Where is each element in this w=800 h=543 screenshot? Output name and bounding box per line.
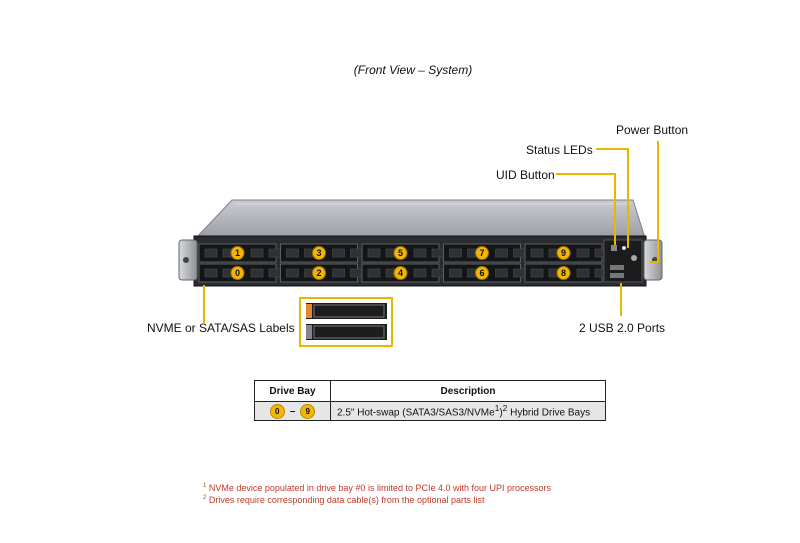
usb-port-icon (610, 265, 624, 270)
bay-badge-icon (475, 246, 489, 260)
bay-badge-icon (393, 246, 408, 260)
drive-labels-label: NVME or SATA/SAS Labels (147, 321, 295, 335)
desc-text: 2.5" Hot-swap (SATA3/SAS3/NVMe (337, 407, 495, 419)
bay-badge-icon (312, 266, 326, 280)
status-led-icon (622, 246, 626, 250)
drive-bay-5: 5 (361, 243, 445, 263)
bay-badge-icon (556, 266, 571, 280)
bay-number: 0 (235, 268, 240, 278)
power-button-icon (631, 255, 637, 261)
bay-badge-icon: 0 (269, 403, 285, 419)
bay-number: 3 (316, 248, 321, 258)
bay-badge-icon (556, 246, 571, 260)
usb-port-icon (610, 273, 624, 278)
bay-badge-icon (230, 246, 245, 260)
bay-badge-icon: 9 (300, 403, 316, 419)
legend-bay-range: 0–9 (254, 401, 331, 421)
uid-button-callout-line (556, 173, 616, 245)
nvme-label-example (306, 324, 387, 340)
bay-number: 8 (561, 268, 566, 278)
drive-bay-1: 1 (198, 243, 282, 263)
drive-bay-9: 9 (524, 243, 608, 263)
bay-number: 7 (479, 248, 484, 258)
range-dash: – (289, 405, 296, 417)
footnote-2: 2 Drives require corresponding data cabl… (203, 495, 484, 505)
diagram-title: (Front View – System) (353, 63, 473, 77)
footnote-text: NVMe device populated in drive bay #0 is… (206, 483, 552, 493)
footnote-1: 1 NVMe device populated in drive bay #0 … (203, 483, 551, 493)
footnote-mark: 2 (203, 495, 207, 501)
footnote-mark: 1 (203, 483, 207, 489)
drive-bay-2: 2 (280, 263, 363, 283)
bay-number: 9 (561, 248, 566, 258)
desc-sup: 1 (494, 403, 500, 414)
legend-header-description: Description (330, 380, 606, 402)
legend-header-drive-bay: Drive Bay (254, 380, 331, 402)
footnote-text: Drives require corresponding data cable(… (206, 495, 485, 505)
uid-button-icon (611, 245, 617, 251)
desc-text: Hybrid Drive Bays (507, 407, 591, 419)
drive-bay-6: 6 (443, 263, 526, 283)
drive-bay-8: 8 (524, 263, 608, 283)
sata-sas-label-example (306, 303, 387, 319)
drive-bay-0: 0 (198, 263, 282, 283)
bay-badge-icon (475, 266, 489, 280)
power-button-label: Power Button (616, 123, 689, 137)
bay-number: 4 (398, 268, 403, 278)
drive-bay-4: 4 (361, 263, 445, 283)
drive-bay-legend-table: Drive Bay Description 0–9 2.5" Hot-swap … (254, 380, 606, 421)
desc-text: ) (499, 407, 503, 419)
drive-bay-grid: 1 3 5 7 9 0 2 4 6 8 (198, 243, 608, 283)
bay-badge-icon (393, 266, 408, 280)
uid-button-label: UID Button (496, 168, 555, 182)
table-row: 0–9 2.5" Hot-swap (SATA3/SAS3/NVMe1)2 Hy… (254, 401, 606, 421)
bay-badge-icon (230, 266, 245, 280)
bay-number: 2 (316, 268, 321, 278)
bay-badge-icon (312, 246, 326, 260)
power-button-callout-line (650, 141, 659, 263)
bay-number: 1 (235, 248, 240, 258)
drive-bay-7: 7 (443, 243, 526, 263)
drive-bay-3: 3 (280, 243, 363, 263)
usb-ports-label: 2 USB 2.0 Ports (579, 321, 666, 335)
bay-number: 6 (479, 268, 484, 278)
bay-number: 5 (398, 248, 403, 258)
status-leds-label: Status LEDs (526, 143, 593, 157)
status-leds-callout-line (596, 148, 629, 248)
legend-description: 2.5" Hot-swap (SATA3/SAS3/NVMe1)2 Hybrid… (330, 401, 606, 421)
chassis-top (194, 199, 646, 239)
desc-sup: 2 (502, 403, 508, 414)
